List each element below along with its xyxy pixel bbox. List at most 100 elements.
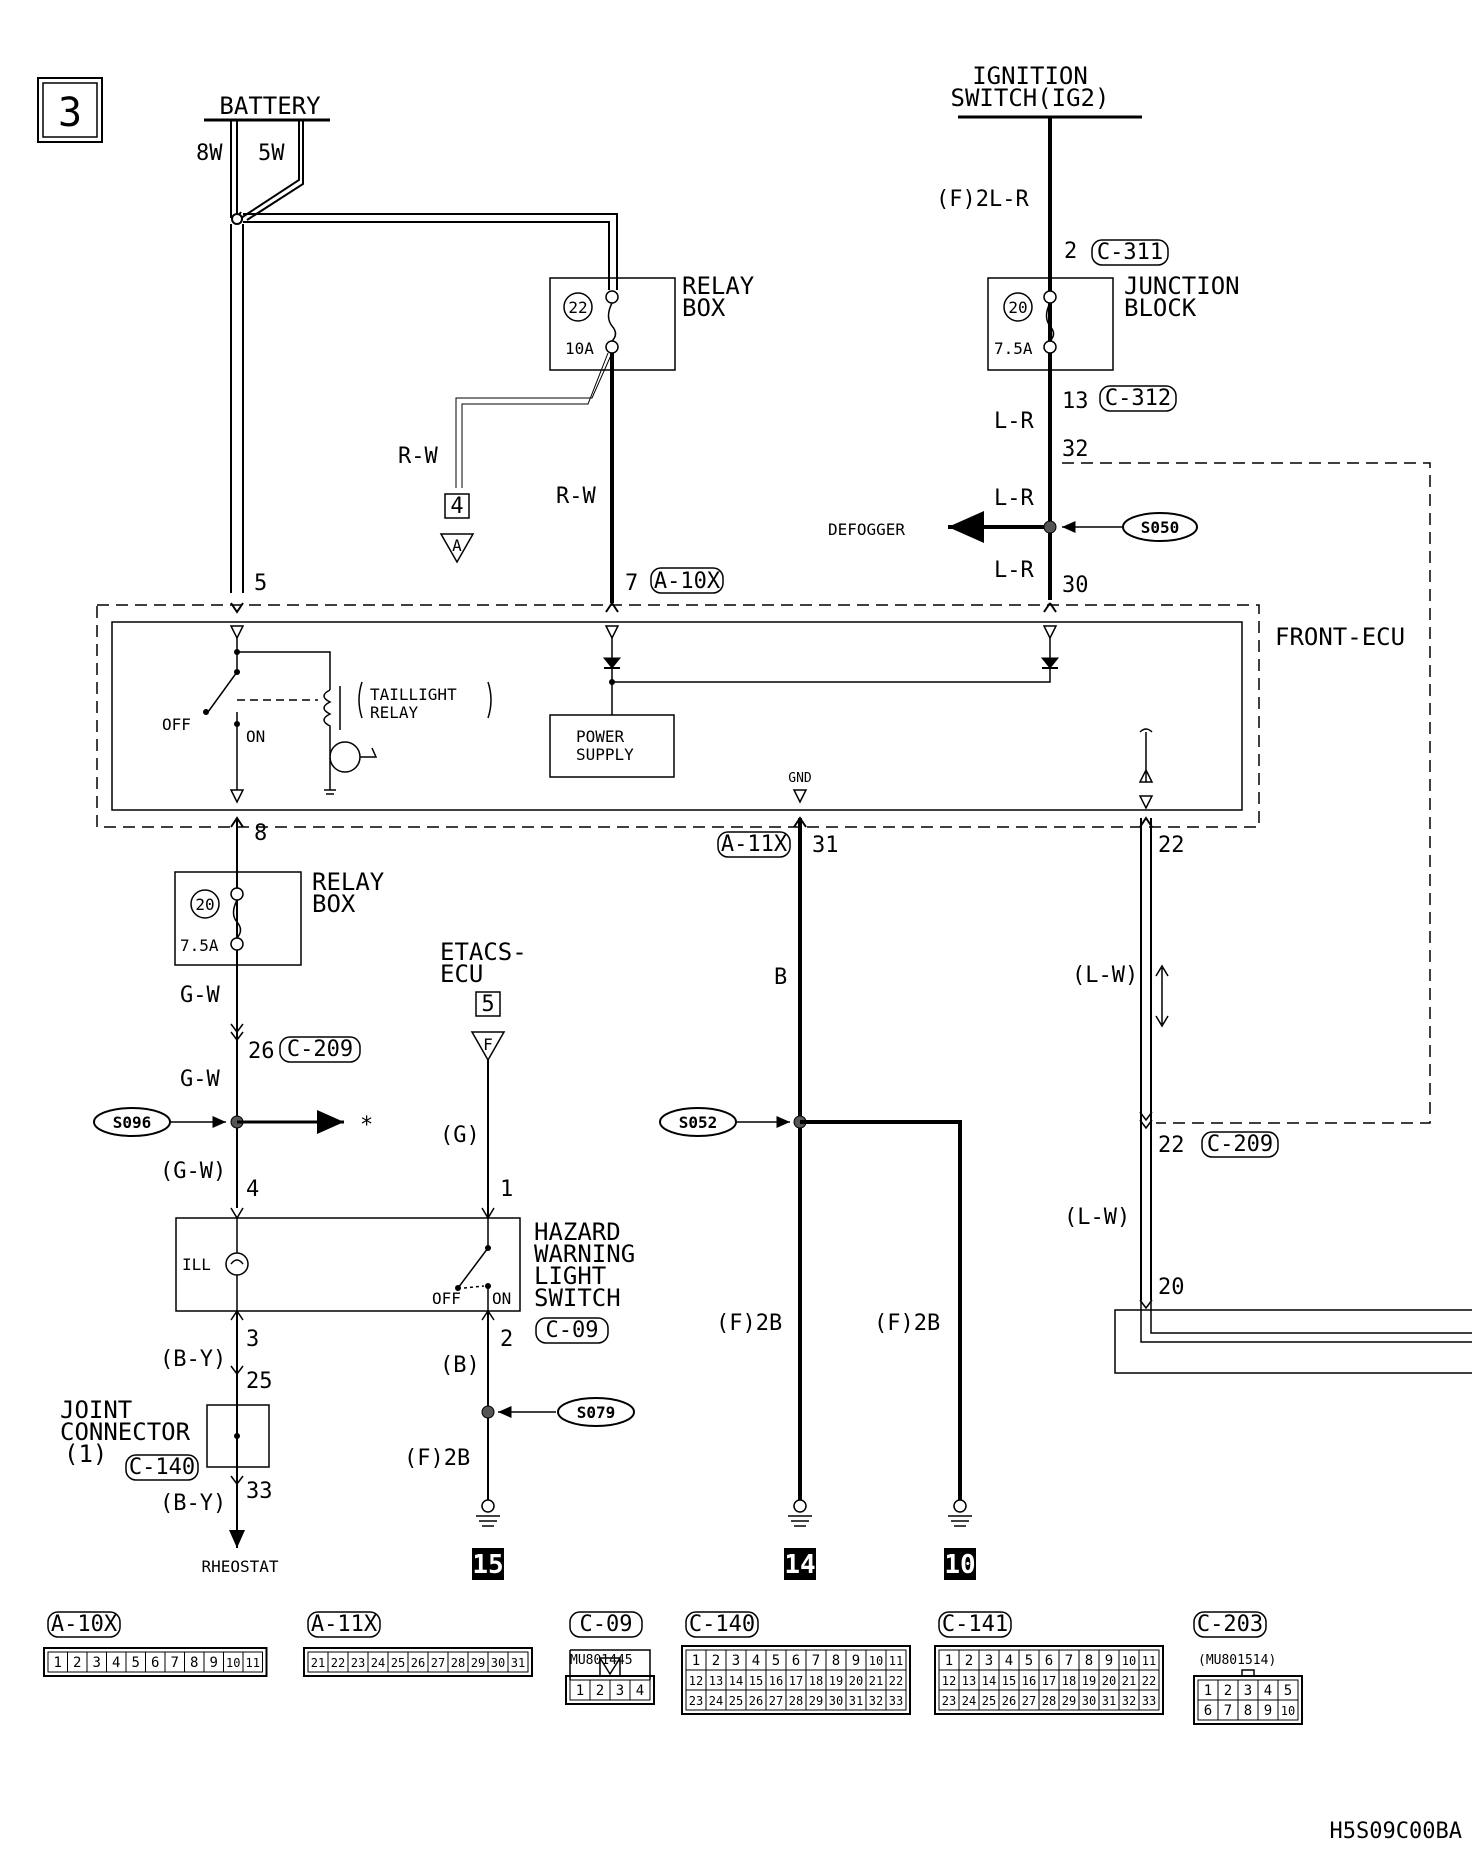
wire-label-f2b-3: (F)2B <box>874 1311 940 1336</box>
pin-3: 3 <box>246 1327 259 1352</box>
connector-label: C-140 <box>689 1612 755 1637</box>
connector-tag-c140: C-140 <box>129 1455 195 1480</box>
illumination-bulb-icon <box>225 1252 249 1276</box>
wire-label-gw-2: G-W <box>180 1067 220 1092</box>
connector-pin: 18 <box>809 1674 823 1688</box>
connector-pin: 31 <box>849 1694 863 1708</box>
connector-pin: 15 <box>1002 1674 1016 1688</box>
pin-5: 5 <box>254 571 267 596</box>
wire-label-8w: 8W <box>196 141 223 166</box>
wire-label-rw-b: R-W <box>556 484 596 509</box>
connector-pin: 9 <box>210 1655 218 1671</box>
connector-pin: 3 <box>616 1683 624 1699</box>
wire-label-g: (G) <box>440 1123 480 1148</box>
connector-pin: 8 <box>832 1653 840 1669</box>
connector-pin: 6 <box>151 1655 159 1671</box>
front-ecu-label: FRONT-ECU <box>1275 623 1405 651</box>
connector-pin: 30 <box>829 1694 843 1708</box>
connector-pin: 11 <box>246 1656 260 1670</box>
connector-pin: 22 <box>889 1674 903 1688</box>
wire-label-f2lr: (F)2L-R <box>936 187 1029 212</box>
taillight-relay-label-2: RELAY <box>370 703 419 722</box>
splice-s079 <box>557 1397 635 1427</box>
pin-22-bottom: 22 <box>1158 1133 1185 1158</box>
taillight-relay-circuit <box>207 638 331 790</box>
connector-pin: 26 <box>411 1656 425 1670</box>
etacs-label-1: ETACS- <box>440 938 527 966</box>
junction-block-label-2: BLOCK <box>1124 294 1197 322</box>
footer-code: H5S09C00BA <box>1330 1819 1462 1844</box>
fuse-number: 22 <box>568 298 587 317</box>
connector-pin: 29 <box>809 1694 823 1708</box>
hazard-off-label: OFF <box>432 1289 461 1308</box>
wire-label-lw-1: (L-W) <box>1072 963 1138 988</box>
connector-pin: 20 <box>849 1674 863 1688</box>
wire-label-gw-1: G-W <box>180 983 220 1008</box>
connector-pin: 26 <box>1002 1694 1016 1708</box>
fuse-number: 20 <box>195 895 214 914</box>
connector-pin: 21 <box>869 1674 883 1688</box>
connector-pin: 4 <box>752 1653 760 1669</box>
fuse-symbol <box>607 302 617 342</box>
connector-pin: 10 <box>1281 1704 1295 1718</box>
pin-22-top: 22 <box>1158 833 1185 858</box>
connector-pin: 2 <box>73 1655 81 1671</box>
power-supply-label-1: POWER <box>576 727 625 746</box>
wire-label-b-paren: (B) <box>440 1353 480 1378</box>
connector-pin: 31 <box>511 1656 525 1670</box>
ground-14: 14 <box>784 1499 816 1580</box>
ref-box-4 <box>444 493 470 519</box>
connector-pin: 22 <box>1142 1674 1156 1688</box>
connector-pin: 12 <box>689 1674 703 1688</box>
joint-connector-box <box>206 1404 270 1468</box>
front-ecu-outline <box>96 604 1260 828</box>
left-trunk-wire <box>230 224 244 593</box>
ignition-label-2: SWITCH(IG2) <box>951 84 1110 112</box>
wire-label-lr-2: L-R <box>994 486 1034 511</box>
relay-on-label: ON <box>246 727 265 746</box>
ref-triangle-a-label: A <box>452 536 462 555</box>
connector-pin: 18 <box>1062 1674 1076 1688</box>
connector-pin: 25 <box>729 1694 743 1708</box>
page-number-box: 3 <box>37 77 103 143</box>
hazard-switch-box <box>175 1217 521 1312</box>
pin-1: 1 <box>500 1177 513 1202</box>
connector-pin: 28 <box>451 1656 465 1670</box>
connector-label: C-203 <box>1197 1612 1263 1637</box>
connector-pin: 4 <box>1264 1683 1272 1699</box>
page-number: 3 <box>58 90 82 136</box>
ref-box-5-label: 5 <box>481 992 494 1017</box>
connector-pin: 4 <box>112 1655 120 1671</box>
connector-label: C-141 <box>942 1612 1008 1637</box>
dashed-shield-line <box>1062 462 1431 1124</box>
splice-s050-label: S050 <box>1141 518 1180 537</box>
connector-tag-a10x: A-10X <box>654 569 721 594</box>
front-ecu-inner <box>111 621 1243 811</box>
connector-pin: 9 <box>852 1653 860 1669</box>
relay-box-left: 20 7.5A <box>174 871 302 966</box>
ignition-label-1: IGNITION <box>972 62 1088 90</box>
connector-pin: 25 <box>982 1694 996 1708</box>
connector-pin: 5 <box>772 1653 780 1669</box>
connector-pin: 28 <box>1042 1694 1056 1708</box>
connector-pin: 24 <box>709 1694 723 1708</box>
wire-label-by-1: (B-Y) <box>160 1347 226 1372</box>
battery-to-relaybox-wire <box>243 213 618 290</box>
wire-label-gw-3: (G-W) <box>160 1159 226 1184</box>
connector-pin: 22 <box>331 1656 345 1670</box>
connector-part-number: (MU801514) <box>1198 1653 1276 1668</box>
connector-pin: 14 <box>729 1674 743 1688</box>
taillight-relay-label-1: TAILLIGHT <box>370 685 457 704</box>
pin-32: 32 <box>1062 437 1089 462</box>
connector-tag-c09: C-09 <box>546 1318 599 1343</box>
pin-25: 25 <box>246 1369 273 1394</box>
ground-14-label: 14 <box>784 1550 815 1580</box>
wire-label-rw-a: R-W <box>398 444 438 469</box>
connector-pin: 15 <box>749 1674 763 1688</box>
connector-pin: 7 <box>1224 1703 1232 1719</box>
connector-pin: 3 <box>93 1655 101 1671</box>
pin-20: 20 <box>1158 1275 1185 1300</box>
